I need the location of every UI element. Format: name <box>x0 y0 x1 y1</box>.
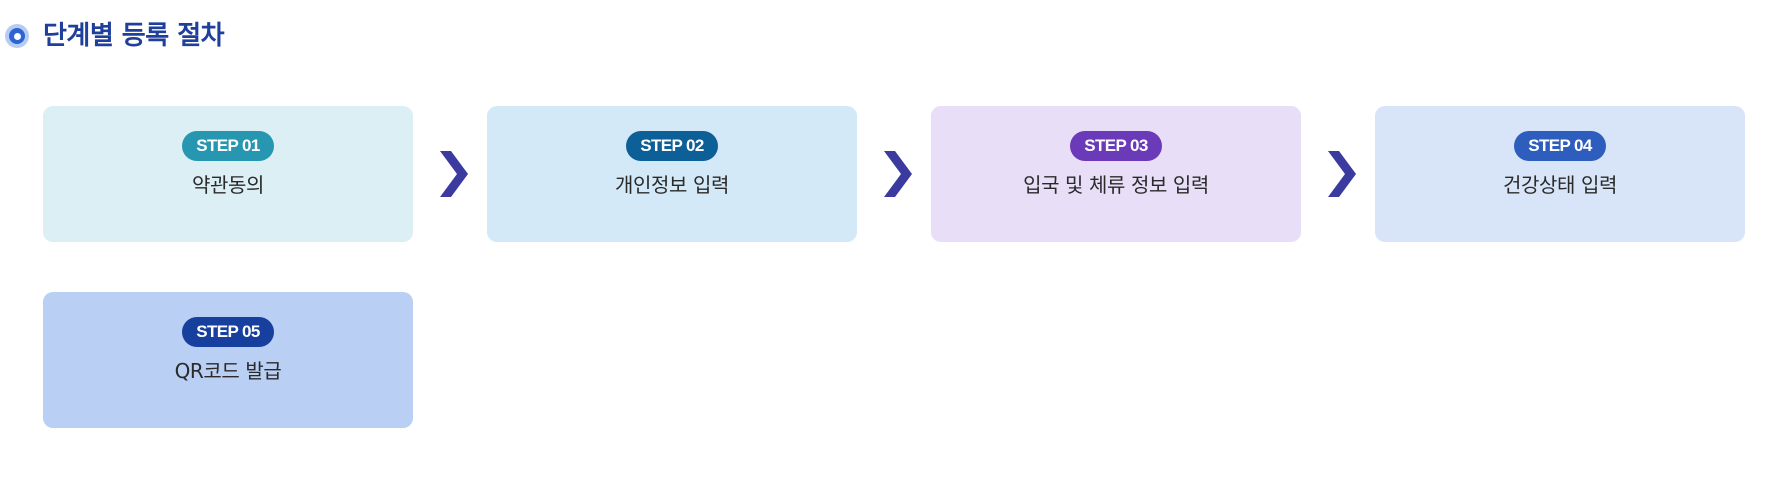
step-card-03: STEP 03 입국 및 체류 정보 입력 <box>931 106 1301 242</box>
step-card-02: STEP 02 개인정보 입력 <box>487 106 857 242</box>
step-label: 개인정보 입력 <box>615 173 729 197</box>
step-badge: STEP 03 <box>1070 131 1162 161</box>
radio-bullet-icon <box>5 24 29 48</box>
step-label: 입국 및 체류 정보 입력 <box>1023 173 1209 197</box>
chevron-right-icon <box>884 151 912 197</box>
step-label: QR코드 발급 <box>174 359 282 383</box>
step-badge: STEP 05 <box>182 317 274 347</box>
section-header: 단계별 등록 절차 <box>5 19 225 53</box>
step-card-04: STEP 04 건강상태 입력 <box>1375 106 1745 242</box>
chevron-right-icon <box>1328 151 1356 197</box>
step-card-01: STEP 01 약관동의 <box>43 106 413 242</box>
page-title: 단계별 등록 절차 <box>43 21 225 51</box>
step-badge: STEP 02 <box>626 131 718 161</box>
step-badge: STEP 01 <box>182 131 274 161</box>
step-label: 건강상태 입력 <box>1503 173 1617 197</box>
step-badge: STEP 04 <box>1514 131 1606 161</box>
step-label: 약관동의 <box>192 173 264 197</box>
chevron-right-icon <box>440 151 468 197</box>
step-card-05: STEP 05 QR코드 발급 <box>43 292 413 428</box>
